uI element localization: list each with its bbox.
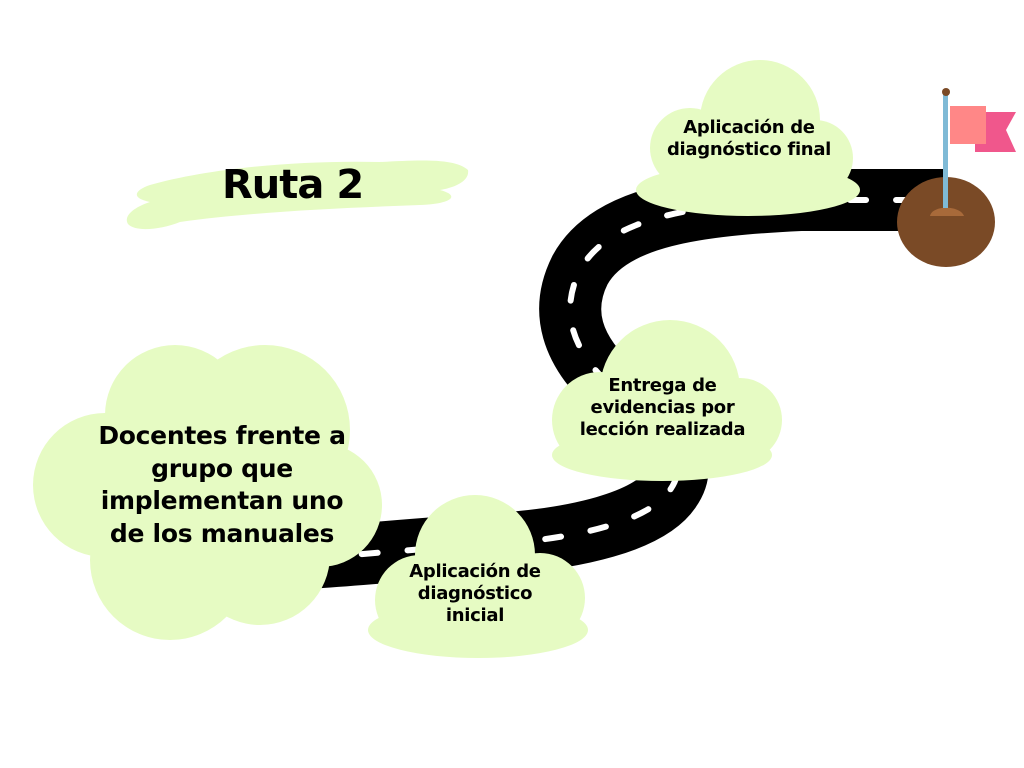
step-initial-diagnostic-label: Aplicación de diagnóstico inicial bbox=[409, 561, 541, 626]
cloud-step2 bbox=[552, 320, 782, 481]
cloud-step3 bbox=[636, 60, 860, 216]
cloud-start bbox=[33, 345, 382, 640]
title-highlight bbox=[126, 160, 469, 230]
flag-icon bbox=[942, 88, 1016, 208]
cloud-step1 bbox=[368, 495, 588, 658]
dirt-mound-icon bbox=[897, 177, 995, 267]
step-final-diagnostic-label: Aplicación de diagnóstico final bbox=[666, 117, 832, 160]
step-evidence-label: Entrega de evidencias por lección realiz… bbox=[579, 375, 746, 440]
page-title: Ruta 2 bbox=[222, 162, 364, 208]
step-start-label: Docentes frente a grupo que implementan … bbox=[98, 421, 346, 548]
